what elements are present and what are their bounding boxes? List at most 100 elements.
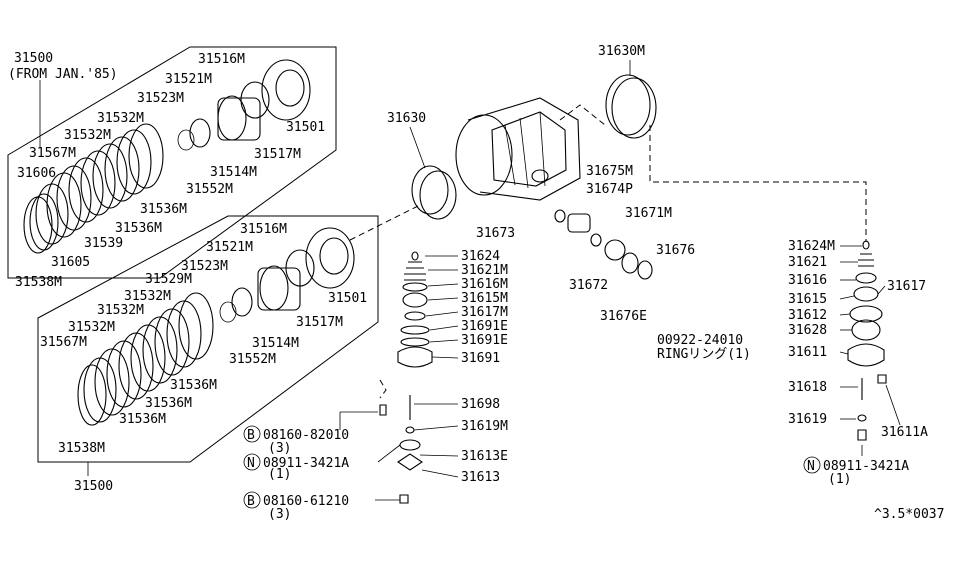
label-31691e-2: 31691E xyxy=(461,333,508,348)
right-stack-leaders xyxy=(839,245,901,426)
label-31552m-b: 31552M xyxy=(229,352,276,367)
label-31616: 31616 xyxy=(788,273,827,288)
label-31536m-b3: 31536M xyxy=(119,412,166,427)
label-31536m-b1: 31536M xyxy=(170,378,217,393)
label-31552m-a: 31552M xyxy=(186,182,233,197)
label-31501-b: 31501 xyxy=(328,291,367,306)
ring-part-label: RINGリング(1) xyxy=(657,347,751,362)
label-31613: 31613 xyxy=(461,470,500,485)
nut-marker-1 xyxy=(243,453,261,471)
label-31621: 31621 xyxy=(788,255,827,270)
dash-pack-to-band xyxy=(349,204,421,241)
nut2-code: 08911-3421A xyxy=(823,459,909,474)
bolt1-qty: (3) xyxy=(268,441,291,456)
label-31624m: 31624M xyxy=(788,239,835,254)
servo-stack-center xyxy=(379,251,433,504)
clutch-pack-top xyxy=(23,59,311,254)
label-31675m: 31675M xyxy=(586,164,633,179)
dash-stack-to-bolt xyxy=(379,379,387,399)
label-31630: 31630 xyxy=(387,111,426,126)
label-31698: 31698 xyxy=(461,397,500,412)
label-31523m-a: 31523M xyxy=(137,91,184,106)
label-31676e: 31676E xyxy=(600,309,647,324)
center-stack-leaders xyxy=(413,255,459,478)
label-31501-a: 31501 xyxy=(286,120,325,135)
ring-part-code: 00922-24010 xyxy=(657,333,743,348)
group-bottom-title: 31500 xyxy=(74,479,113,494)
label-31624: 31624 xyxy=(461,249,500,264)
label-31514m-a: 31514M xyxy=(210,165,257,180)
label-31615: 31615 xyxy=(788,292,827,307)
dash-band-to-case xyxy=(559,104,606,126)
label-31606: 31606 xyxy=(17,166,56,181)
nut1-code: 08911-3421A xyxy=(263,456,349,471)
footer-code: ^3.5*0037 xyxy=(874,507,944,522)
nut-marker-2-letter: N xyxy=(807,459,815,474)
label-31613e: 31613E xyxy=(461,449,508,464)
group-box-bottom xyxy=(37,215,379,463)
label-31521m-b: 31521M xyxy=(206,240,253,255)
bolt-marker-1-letter: B xyxy=(247,428,255,443)
label-31674p: 31674P xyxy=(586,182,633,197)
label-31611a: 31611A xyxy=(881,425,928,440)
band-31630 xyxy=(411,165,457,220)
label-31616m: 31616M xyxy=(461,277,508,292)
bolt-marker-2-letter: B xyxy=(247,494,255,509)
bolt2-code: 08160-61210 xyxy=(263,494,349,509)
label-31676: 31676 xyxy=(656,243,695,258)
label-31612: 31612 xyxy=(788,308,827,323)
label-31691: 31691 xyxy=(461,351,500,366)
label-31567m-a: 31567M xyxy=(29,146,76,161)
dash-case-to-right xyxy=(649,125,867,242)
servo-stack-right xyxy=(847,240,887,441)
band-31630m xyxy=(605,74,657,139)
label-31618: 31618 xyxy=(788,380,827,395)
label-31538m-a: 31538M xyxy=(15,275,62,290)
label-31532m-a1: 31532M xyxy=(97,111,144,126)
group-box-top xyxy=(7,46,337,279)
bolt-marker-1 xyxy=(243,425,261,443)
group-top-note: (FROM JAN.'85) xyxy=(8,67,118,82)
nut-marker-2 xyxy=(803,456,821,474)
label-31628: 31628 xyxy=(788,323,827,338)
label-31529m: 31529M xyxy=(145,272,192,287)
nut1-qty: (1) xyxy=(268,467,291,482)
label-31619: 31619 xyxy=(788,412,827,427)
label-31615m: 31615M xyxy=(461,291,508,306)
label-31617: 31617 xyxy=(887,279,926,294)
label-31605: 31605 xyxy=(51,255,90,270)
label-31567m-b: 31567M xyxy=(40,335,87,350)
label-31611: 31611 xyxy=(788,345,827,360)
label-31672: 31672 xyxy=(569,278,608,293)
bolt1-code: 08160-82010 xyxy=(263,428,349,443)
bolt2-qty: (3) xyxy=(268,507,291,522)
nut2-qty: (1) xyxy=(828,472,851,487)
clutch-pack-bottom xyxy=(77,227,355,426)
label-31671m: 31671M xyxy=(625,206,672,221)
label-31532m-b1: 31532M xyxy=(124,289,171,304)
label-31538m-b: 31538M xyxy=(58,441,105,456)
label-31532m-b3: 31532M xyxy=(68,320,115,335)
label-31673: 31673 xyxy=(476,226,515,241)
label-31536m-b2: 31536M xyxy=(145,396,192,411)
label-31523m-b: 31523M xyxy=(181,259,228,274)
label-31517m-a: 31517M xyxy=(254,147,301,162)
label-31517m-b: 31517M xyxy=(296,315,343,330)
label-31516m-b: 31516M xyxy=(240,222,287,237)
label-31691e-1: 31691E xyxy=(461,319,508,334)
servo-center xyxy=(554,209,653,280)
transmission-case xyxy=(455,97,581,201)
label-31532m-a2: 31532M xyxy=(64,128,111,143)
label-31516m-a: 31516M xyxy=(198,52,245,67)
label-31536m-a1: 31536M xyxy=(140,202,187,217)
label-31617m: 31617M xyxy=(461,305,508,320)
label-31521m-a: 31521M xyxy=(165,72,212,87)
nut-marker-1-letter: N xyxy=(247,456,255,471)
label-31532m-b2: 31532M xyxy=(97,303,144,318)
label-31619m: 31619M xyxy=(461,419,508,434)
label-31536m-a2: 31536M xyxy=(115,221,162,236)
label-31630m: 31630M xyxy=(598,44,645,59)
label-31621m: 31621M xyxy=(461,263,508,278)
